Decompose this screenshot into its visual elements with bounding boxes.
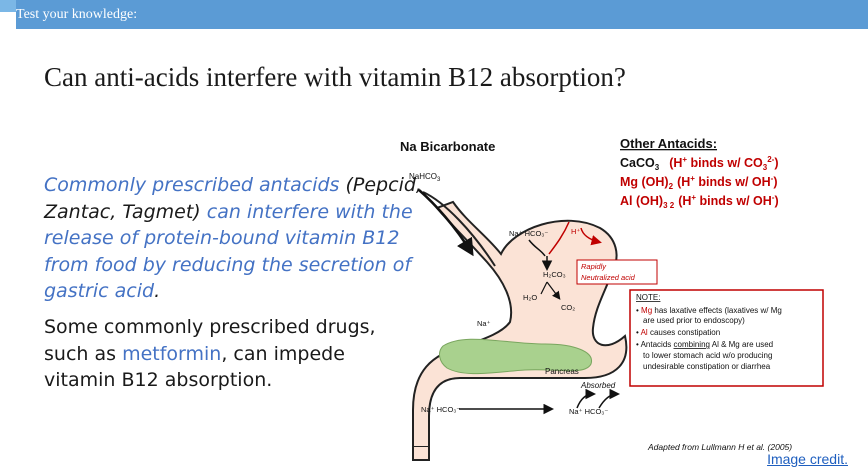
other-antacid-3: Al (OH)3 2(H+ binds w/ OH-) [620,193,779,210]
drugs-paragraph: Some commonly prescribed drugs, such as … [44,314,404,394]
note-item-1-cont: are used prior to endoscopy) [643,316,745,325]
stomach-nahco3: Na⁺ HCO₃⁻ [509,229,548,238]
bottom-left-label: Na⁺ HCO₃⁻ [421,405,460,414]
note-bullet-2: • [636,328,641,337]
caco3-sub: 3 [655,163,660,172]
note3-a: Antacids [641,340,674,349]
h2o-label: H₂O [523,293,537,302]
metformin-highlight: metformin [122,342,222,365]
aloh-binds: binds w/ OH [696,194,772,208]
esophagus-arrow [418,189,474,257]
mgoh-sub: 2 [669,182,674,191]
convergence-arrow-left [528,239,546,257]
h-plus-label: H⁺ [571,227,580,236]
other-antacid-1: CaCO3(H+ binds w/ CO32-) [620,155,779,172]
co3-sup: 2- [767,155,774,164]
note1-mg: Mg [641,306,652,315]
aloh-h-sup: + [691,193,696,202]
co2-label: CO₂ [561,303,575,312]
note-item-2: • Al causes constipation [636,328,720,337]
note-bullet-1: • [636,306,641,315]
mgoh-oh-sup: - [771,174,774,183]
note-item-3-line3: undesirable constipation or diarrhea [643,362,771,371]
caco3-text: CaCO [620,156,655,170]
section-header: Test your knowledge: [16,0,868,29]
antacid-paragraph: Commonly prescribed antacids (Pepcid, Za… [44,172,434,305]
nahco3-sub: 3 [437,177,441,183]
image-credit-link[interactable]: Image credit. [767,451,848,467]
nahco3-text: NaHCO [409,172,437,181]
absorbed-label: Absorbed [580,381,616,390]
mgoh-close: ) [773,175,777,189]
caco3-h: (H [669,156,682,170]
section-header-label: Test your knowledge: [16,7,138,22]
antacid-diagram-svg: Na Bicarbonate NaHCO3 Na⁺ HCO₃⁻ H⁺ H₂CO₃… [400,136,824,461]
pancreas-shape [439,338,592,375]
note-item-3: • Antacids combining Al & Mg are used [636,340,773,349]
aloh-h: (H [678,194,691,208]
caco3-binds: binds w/ CO [687,156,763,170]
adapted-caption: Adapted from Lullmann H et al. (2005) [647,442,792,452]
note1-text: has laxative effects (laxatives w/ Mg [652,306,782,315]
nahco3-label: NaHCO3 [409,172,441,183]
neutralized-label: Neutralized acid [581,273,636,282]
antacid-drug-names: (Pepcid, Zantac, Tagmet) [44,174,422,223]
rapidly-label: Rapidly [581,262,607,271]
aloh-sub: 3 2 [663,201,675,210]
intestine-tube [412,447,430,461]
other-antacids-heading: Other Antacids: [620,136,717,151]
h-plus-arrow [580,227,602,246]
mgoh-h-sup: + [690,174,695,183]
esophagus-line [422,191,496,267]
drugs-text-2: , can impede vitamin B12 absorption. [44,342,345,392]
note-bullet-3: • [636,340,641,349]
mgoh-h: (H [677,175,690,189]
note-title: NOTE: [636,293,660,302]
note3-c: Al & Mg are used [710,340,773,349]
slide-title: Can anti-acids interfere with vitamin B1… [44,62,626,92]
aloh-close: ) [774,194,778,208]
na-plus-label: Na⁺ [477,319,491,328]
neutralized-box [576,259,658,285]
mgoh-binds: binds w/ OH [695,175,771,189]
antacid-text-2: can interfere with the release of protei… [44,200,413,303]
note-item-3-line2: to lower stomach acid w/o producing [643,351,772,360]
aloh-text: Al (OH) [620,194,663,208]
aloh-oh-sup: - [772,193,775,202]
convergence-arrow-right [548,221,570,255]
bottom-right-label: Na⁺ HCO₃⁻ [569,407,608,416]
absorbed-arrow-2 [598,388,620,409]
split-arrow [540,281,559,298]
stomach-shape [412,200,628,448]
note3-combining: combining [674,340,710,349]
diagram-heading: Na Bicarbonate [400,139,495,154]
mgoh-text: Mg (OH) [620,175,669,189]
note2-text: causes constipation [648,328,721,337]
pancreas-label: Pancreas [545,367,579,376]
antacid-text-1: Commonly prescribed antacids [44,174,346,196]
note-box [629,289,824,387]
caco3-close: ) [774,156,778,170]
absorbed-arrow-1 [576,388,596,409]
other-antacid-2: Mg (OH)2(H+ binds w/ OH-) [620,174,777,191]
note2-al: Al [641,328,648,337]
co3-sub: 3 [763,163,768,172]
caco3-h-sup: + [682,155,687,164]
antacid-diagram: Na Bicarbonate NaHCO3 Na⁺ HCO₃⁻ H⁺ H₂CO₃… [395,132,835,462]
drugs-text-1: Some commonly prescribed drugs, such as [44,316,376,365]
note-item-1: • Mg has laxative effects (laxatives w/ … [636,306,782,315]
h2co3-label: H₂CO₃ [543,270,566,279]
antacid-period: . [154,280,161,302]
